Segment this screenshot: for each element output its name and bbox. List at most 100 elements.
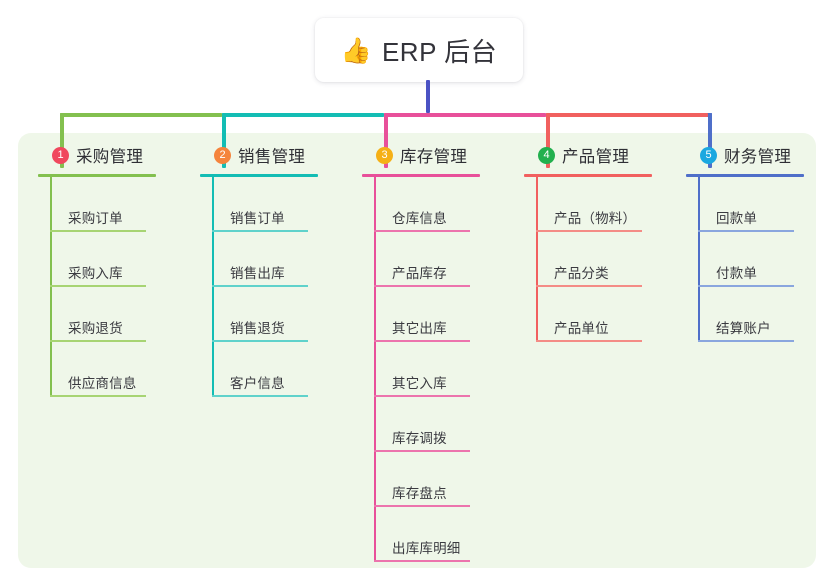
leaf-item[interactable]: 销售订单 [200,177,318,232]
leaf-rule [374,505,470,507]
leaf-item[interactable]: 付款单 [686,232,804,287]
branch-title-4: 产品管理 [562,148,630,166]
branch-children-1: 采购订单采购入库采购退货供应商信息 [38,177,156,397]
branch-column-4: 4 产品管理产品（物料） 产品分类产品单位 [524,143,652,342]
branch-title-2: 销售管理 [238,148,306,166]
branch-rule-5 [686,174,804,177]
branches-panel [18,133,816,568]
branch-badge-1: 1 [52,146,69,164]
leaf-label: 结算账户 [716,321,771,336]
leaf-label: 产品库存 [392,266,447,281]
branch-children-5: 回款单付款单结算账户 [686,177,804,342]
leaf-rule [50,395,146,397]
branch-header-5[interactable]: 5 财务管理 [686,143,804,167]
leaf-label: 库存盘点 [392,486,447,501]
branch-badge-3: 3 [376,146,393,164]
leaf-label: 产品分类 [554,266,609,281]
leaf-label: 销售订单 [230,211,285,226]
leaf-rule [698,230,794,232]
leaf-label: 客户信息 [230,376,285,391]
leaf-item[interactable]: 产品库存 [362,232,480,287]
leaf-item[interactable]: 客户信息 [200,342,318,397]
leaf-rule [374,395,470,397]
leaf-rule [374,450,470,452]
leaf-item[interactable]: 采购退货 [38,287,156,342]
branch-header-3[interactable]: 3 库存管理 [362,143,480,167]
branch-drop-3 [384,113,388,168]
leaf-rule [698,340,794,342]
branch-rule-3 [362,174,480,177]
leaf-item[interactable]: 回款单 [686,177,804,232]
branch-header-4[interactable]: 4 产品管理 [524,143,652,167]
thumbs-up-icon: 👍 [340,36,372,65]
branch-rule-2 [200,174,318,177]
leaf-label: 其它入库 [392,376,447,391]
branch-badge-4: 4 [538,146,555,164]
leaf-item[interactable]: 供应商信息 [38,342,156,397]
leaf-item[interactable]: 其它出库 [362,287,480,342]
branch-column-1: 1 采购管理采购订单采购入库采购退货供应商信息 [38,143,156,397]
branch-header-2[interactable]: 2 销售管理 [200,143,318,167]
leaf-item[interactable]: 产品（物料） [524,177,652,232]
root-stem-connector [426,80,430,113]
leaf-item[interactable]: 库存盘点 [362,452,480,507]
leaf-label: 产品单位 [554,321,609,336]
leaf-item[interactable]: 采购入库 [38,232,156,287]
leaf-label: 仓库信息 [392,211,447,226]
leaf-label: 销售退货 [230,321,285,336]
branch-children-4: 产品（物料） 产品分类产品单位 [524,177,652,342]
leaf-rule [536,285,642,287]
branch-spine-5 [698,177,700,342]
leaf-rule [50,230,146,232]
root-title: ERP 后台 [381,36,498,67]
branch-children-3: 仓库信息产品库存其它出库其它入库库存调拨库存盘点出库库明细 [362,177,480,562]
leaf-item[interactable]: 库存调拨 [362,397,480,452]
root-node[interactable]: 👍 ERP 后台 [315,18,523,82]
branch-spine-2 [212,177,214,397]
bus-segment-over-3 [384,113,546,117]
branch-column-3: 3 库存管理仓库信息产品库存其它出库其它入库库存调拨库存盘点出库库明细 [362,143,480,562]
leaf-item[interactable]: 结算账户 [686,287,804,342]
leaf-item[interactable]: 销售退货 [200,287,318,342]
branch-rule-4 [524,174,652,177]
bus-segment-over-4 [546,113,708,117]
leaf-rule [374,560,470,562]
leaf-rule [212,230,308,232]
branch-badge-2: 2 [214,146,231,164]
branch-spine-3 [374,177,376,562]
leaf-item[interactable]: 其它入库 [362,342,480,397]
leaf-item[interactable]: 产品单位 [524,287,652,342]
branch-drop-2 [222,113,226,168]
leaf-item[interactable]: 出库库明细 [362,507,480,562]
branch-drop-5 [708,113,712,168]
leaf-label: 产品（物料） [554,211,637,226]
leaf-item[interactable]: 销售出库 [200,232,318,287]
branch-header-1[interactable]: 1 采购管理 [38,143,156,167]
root-node-content: 👍 ERP 后台 [341,32,497,69]
leaf-rule [212,395,308,397]
branch-title-5: 财务管理 [724,148,792,166]
branch-badge-5: 5 [700,146,717,164]
leaf-item[interactable]: 采购订单 [38,177,156,232]
leaf-label: 供应商信息 [68,376,137,391]
branch-drop-4 [546,113,550,168]
branch-children-2: 销售订单销售出库销售退货客户信息 [200,177,318,397]
branch-column-2: 2 销售管理销售订单销售出库销售退货客户信息 [200,143,318,397]
leaf-label: 付款单 [716,266,758,281]
leaf-rule [212,340,308,342]
leaf-rule [50,340,146,342]
leaf-label: 采购订单 [68,211,123,226]
bus-segment-over-1 [60,113,222,117]
bus-segment-over-2 [222,113,384,117]
leaf-item[interactable]: 产品分类 [524,232,652,287]
branch-title-1: 采购管理 [76,148,144,166]
leaf-label: 其它出库 [392,321,447,336]
leaf-label: 库存调拨 [392,431,447,446]
branch-column-5: 5 财务管理回款单付款单结算账户 [686,143,804,342]
branch-title-3: 库存管理 [400,148,468,166]
leaf-rule [698,285,794,287]
branch-drop-1 [60,113,64,168]
leaf-item[interactable]: 仓库信息 [362,177,480,232]
leaf-label: 回款单 [716,211,758,226]
